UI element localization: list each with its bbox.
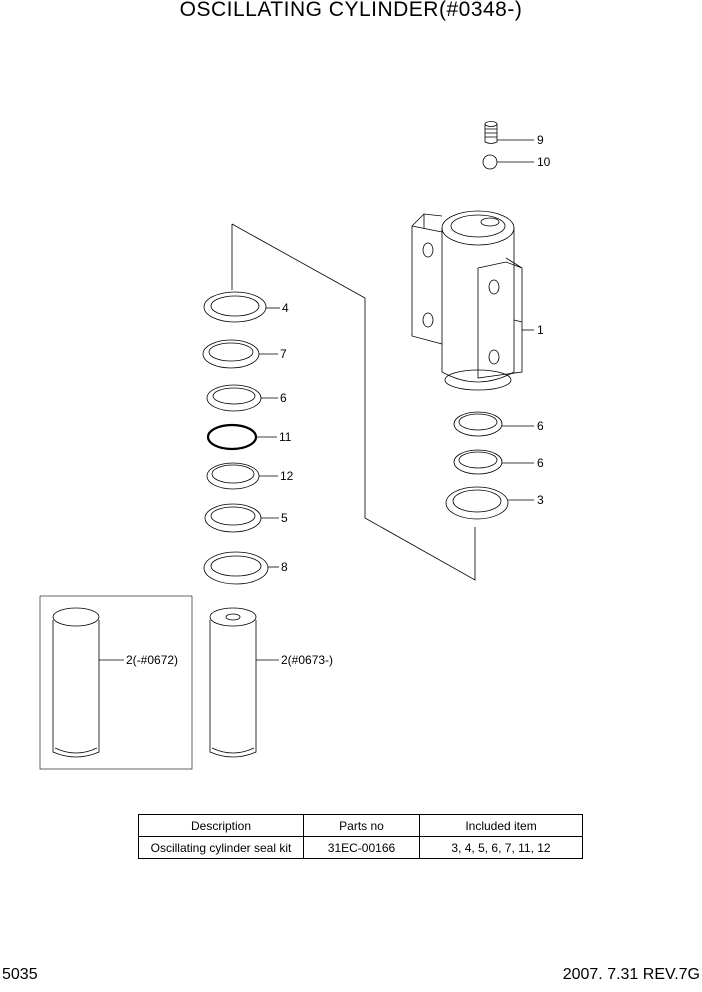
ring-6-left xyxy=(206,384,262,412)
page-title: OSCILLATING CYLINDER(#0348-) xyxy=(179,0,523,21)
ring-6-upper-right xyxy=(453,411,503,437)
cylinder-body-1 xyxy=(411,210,523,391)
ring-12 xyxy=(206,462,260,490)
callout-10: 10 xyxy=(537,155,551,169)
callout-6-left: 6 xyxy=(280,391,287,405)
callout-5: 5 xyxy=(281,511,288,525)
callout-6-lower: 6 xyxy=(537,456,544,470)
ball-10 xyxy=(482,154,498,170)
seal-kit-table: Description Parts no Included item Oscil… xyxy=(138,814,583,859)
ring-7 xyxy=(202,339,260,369)
callout-7: 7 xyxy=(280,347,287,361)
plug-9 xyxy=(484,121,498,144)
table-header-row: Description Parts no Included item xyxy=(138,814,583,837)
callout-3: 3 xyxy=(537,493,544,507)
ring-6-lower-right xyxy=(453,449,503,475)
callout-1: 1 xyxy=(537,323,544,337)
ring-8 xyxy=(203,551,269,585)
cell-parts-no: 31EC-00166 xyxy=(303,836,420,859)
callout-11: 11 xyxy=(279,430,292,444)
page-number: 5035 xyxy=(2,966,38,983)
cell-description: Oscillating cylinder seal kit xyxy=(138,836,304,859)
callout-8: 8 xyxy=(281,560,288,574)
revision-date: 2007. 7.31 REV.7G xyxy=(562,966,700,983)
header-description: Description xyxy=(138,814,304,837)
ring-4 xyxy=(203,291,267,323)
header-included-item: Included item xyxy=(419,814,583,837)
callout-12: 12 xyxy=(280,469,294,483)
piston-rod-2-old xyxy=(39,595,193,770)
header-parts-no: Parts no xyxy=(303,814,420,837)
ring-3 xyxy=(445,486,509,520)
assembly-guide-line xyxy=(231,223,476,581)
callout-4: 4 xyxy=(282,301,289,315)
piston-rod-2-new xyxy=(209,607,257,758)
callout-2-new: 2(#0673-) xyxy=(281,653,333,667)
table-row: Oscillating cylinder seal kit 31EC-00166… xyxy=(138,836,583,859)
callout-2-old: 2(-#0672) xyxy=(126,653,178,667)
old-rod-box xyxy=(39,595,193,770)
ring-5 xyxy=(204,503,262,533)
callout-9: 9 xyxy=(537,133,544,147)
cell-included-item: 3, 4, 5, 6, 7, 11, 12 xyxy=(419,836,583,859)
callout-6-upper: 6 xyxy=(537,419,544,433)
oring-11 xyxy=(206,423,258,451)
